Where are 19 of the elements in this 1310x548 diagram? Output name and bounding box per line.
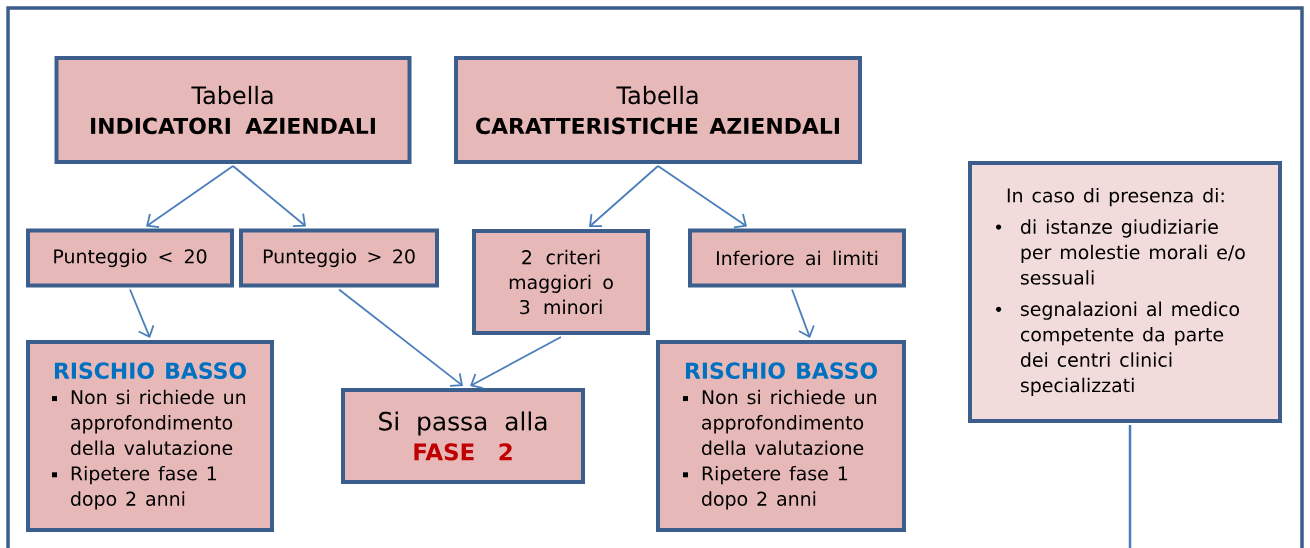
process-box: RISCHIO BASSO Non si richiede un approfondimento della valutazione Ripetere fase 1 dopo 2 anni: [26, 340, 274, 532]
connector-line: [1128, 425, 1132, 548]
info-box: In caso di presenza di: di istanze giudiziarie per molestie morali e/o sessuali segnalazioni al medico competente da parte dei centri clinici specializzati: [968, 161, 1282, 423]
arrow: [129, 288, 155, 338]
arrow: [589, 165, 659, 227]
process-box: 2 criteri maggiori o 3 minori: [472, 229, 650, 335]
process-box: Si passa alla FASE 2: [341, 388, 585, 484]
process-box: Inferiore ai limiti: [688, 228, 906, 288]
process-box: Punteggio > 20: [239, 228, 439, 288]
arrow: [791, 288, 815, 338]
arrow: [146, 165, 234, 229]
arrow: [657, 165, 747, 229]
arrow: [232, 165, 306, 227]
arrow: [338, 288, 463, 387]
arrow: [470, 336, 562, 389]
process-box: Tabella INDICATORI AZIENDALI: [54, 56, 412, 164]
process-box: RISCHIO BASSO Non si richiede un approfondimento della valutazione Ripetere fase 1 dopo 2 anni: [656, 340, 906, 532]
process-box: Punteggio < 20: [26, 228, 234, 288]
process-box: Tabella CARATTERISTICHE AZIENDALI: [454, 56, 862, 164]
